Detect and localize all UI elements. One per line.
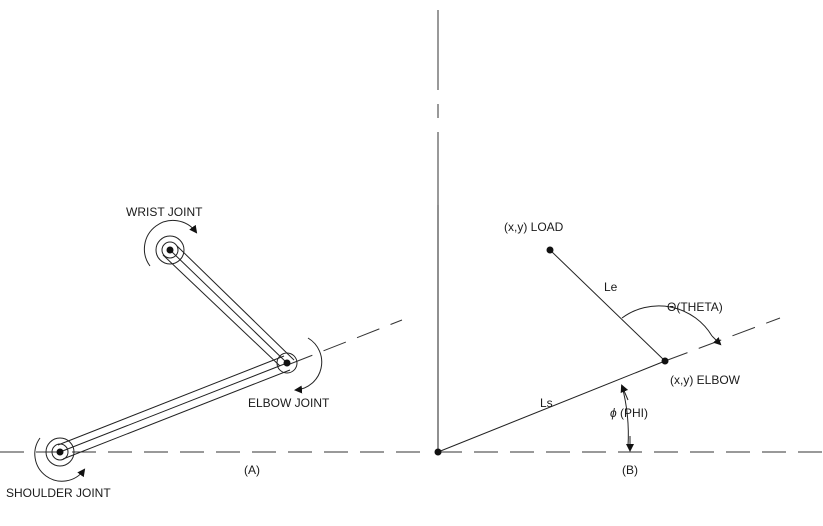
elbow-joint-label: ELBOW JOINT: [248, 396, 330, 410]
theta-arrow: [711, 335, 722, 346]
origin-point: [434, 448, 442, 456]
ls-label: Ls: [540, 396, 553, 410]
shoulder-rotation-arrow: [34, 437, 86, 482]
theta-label: Θ(THETA): [667, 300, 723, 314]
le-link: [549, 249, 666, 362]
panel-b-caption: (B): [622, 463, 638, 477]
forearm-link: [162, 245, 295, 367]
elbow-rotation-arrow: [294, 337, 323, 394]
elbow-label: (x,y) ELBOW: [670, 373, 741, 387]
wrist-joint: [143, 219, 198, 267]
panel-a-caption: (A): [244, 463, 260, 477]
theta-arc: [621, 305, 713, 337]
phi-label: (PHI): [620, 406, 648, 420]
phi-symbol: ϕ: [610, 406, 617, 420]
panel-a: WRIST JOINT ELBOW JOINT SHOULDER JOINT (…: [0, 205, 420, 500]
wrist-joint-label: WRIST JOINT: [126, 205, 203, 219]
elbow-point: [661, 357, 669, 365]
le-label: Le: [604, 280, 618, 294]
shoulder-joint: [34, 437, 86, 482]
load-point: [546, 246, 554, 254]
panel-b-extension-line: [664, 317, 781, 362]
wrist-rotation-arrow: [143, 219, 198, 267]
phi-arrow-top: [620, 384, 629, 401]
panel-b: (x,y) LOAD Le Θ(THETA) (x,y) ELBOW Ls ϕ …: [434, 10, 823, 477]
upper-arm-link: [57, 355, 291, 460]
shoulder-joint-label: SHOULDER JOINT: [6, 486, 111, 500]
elbow-joint: [276, 337, 323, 394]
ls-link: [437, 360, 666, 453]
panel-a-extension-line: [289, 319, 403, 365]
load-label: (x,y) LOAD: [504, 220, 564, 234]
